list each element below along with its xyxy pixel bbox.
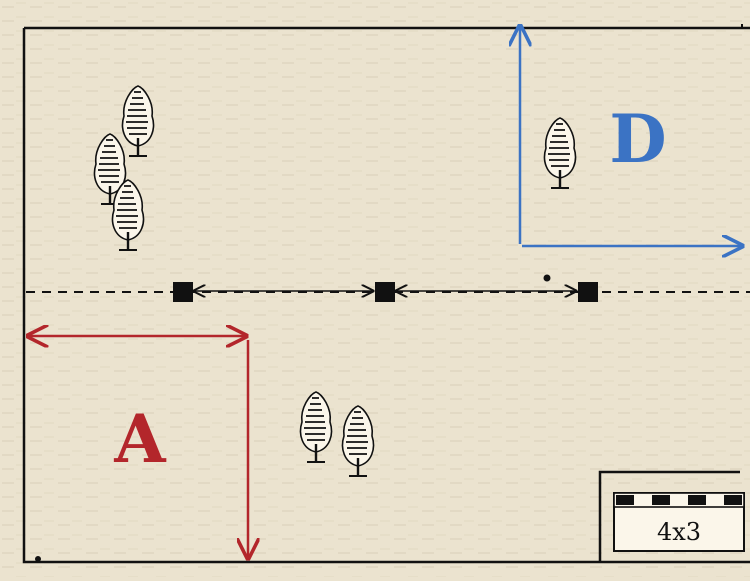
marker-d-label: D xyxy=(609,100,666,178)
marker-d: D xyxy=(520,26,742,246)
square-marker-icon xyxy=(173,282,193,302)
scale-bar xyxy=(613,492,745,508)
map-frame xyxy=(22,26,750,564)
scale-box: 4x3 xyxy=(613,492,745,552)
scale-label: 4x3 xyxy=(657,518,701,546)
marker-a-label: A xyxy=(113,400,166,478)
cutout-notch xyxy=(598,470,740,562)
square-marker-icon xyxy=(578,282,598,302)
marker-a: A xyxy=(28,336,248,558)
square-marker-icon xyxy=(375,282,395,302)
corner-dot xyxy=(35,556,41,562)
dot-marker xyxy=(543,274,551,282)
